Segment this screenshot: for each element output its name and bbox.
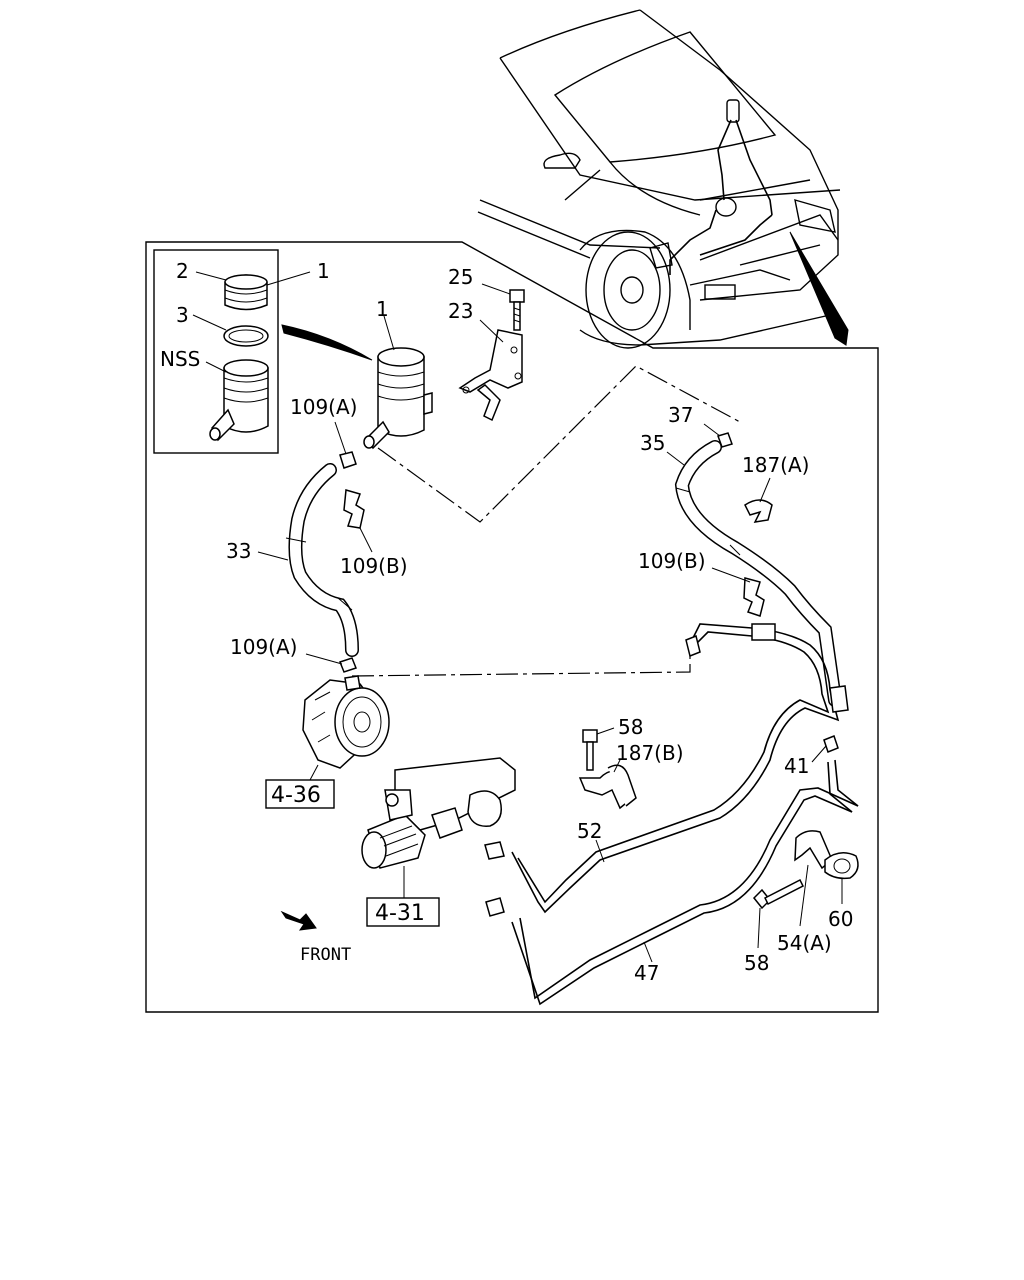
hose-33: 33 [226, 463, 359, 657]
ref-box-4-31 [366, 897, 440, 927]
label-nss: NSS [160, 347, 200, 371]
label-part-1-inset: 1 [317, 259, 330, 283]
label-part-54a: 54(A) [777, 931, 832, 955]
label-part-47: 47 [634, 961, 659, 985]
label-part-109b-right: 109(B) [638, 549, 706, 573]
label-part-187a: 187(A) [742, 453, 809, 477]
label-part-2: 2 [176, 259, 189, 283]
ref-box-4-36 [265, 779, 335, 809]
label-part-23: 23 [448, 299, 473, 323]
clamp-109b-right: 109(B) [638, 549, 765, 617]
label-part-58-top: 58 [618, 715, 643, 739]
front-indicator: FRONT [280, 910, 351, 965]
label-part-3: 3 [176, 303, 189, 327]
label-part-187b: 187(B) [616, 741, 684, 765]
pipe-47: 47 [485, 787, 859, 1006]
label-part-41: 41 [784, 754, 809, 778]
clamp-187a: 187(A) [742, 453, 809, 523]
clamp-54a-60: 58 54(A) 60 [744, 830, 859, 975]
inset-pointer-arrow [281, 324, 373, 361]
label-part-60: 60 [828, 907, 853, 931]
clamp-109b-left: 109(B) [340, 489, 408, 578]
label-part-109a-bottom: 109(A) [230, 635, 297, 659]
label-part-1: 1 [376, 297, 389, 321]
label-part-35: 35 [640, 431, 665, 455]
pipe-52: 52 [484, 623, 849, 914]
label-part-37: 37 [668, 403, 693, 427]
clamp-109a-bottom: 109(A) [230, 635, 357, 673]
clamp-187b: 58 187(B) [578, 715, 684, 810]
reservoir-assembly: 1 23 25 [363, 265, 525, 450]
label-ref-4-36: 4-36 [271, 783, 321, 808]
label-part-33: 33 [226, 539, 251, 563]
label-ref-4-31: 4-31 [375, 901, 425, 926]
label-part-25: 25 [448, 265, 473, 289]
vehicle-overview [477, 9, 849, 349]
clamp-109a-top: 109(A) [290, 395, 357, 469]
label-part-109b-left: 109(B) [340, 554, 408, 578]
inset-box [153, 249, 279, 454]
reservoir-inset: 2 3 NSS 1 [153, 249, 330, 454]
front-arrow-icon [280, 910, 317, 931]
diagram-frame [145, 241, 879, 1013]
label-front: FRONT [300, 945, 351, 965]
label-part-52: 52 [577, 819, 602, 843]
label-part-109a-top: 109(A) [290, 395, 357, 419]
power-steering-pump: 4-36 [265, 675, 390, 809]
label-part-58-bottom: 58 [744, 951, 769, 975]
steering-gear: 4-31 [361, 757, 516, 927]
hose-35: 35 37 [640, 403, 842, 707]
